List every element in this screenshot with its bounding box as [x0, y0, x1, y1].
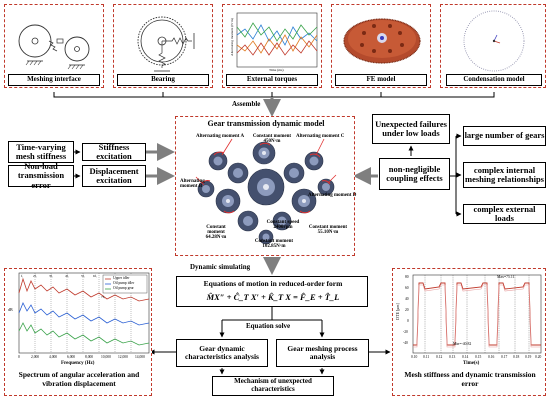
stiffness-excitation-box: Stiffness excitation — [82, 142, 146, 161]
equation-box: Equations of motion in reduced-order for… — [176, 276, 368, 307]
center-model-title: Gear transmission dynamic model — [207, 119, 325, 128]
dte-ytick-0: 80 — [405, 275, 409, 279]
displacement-excitation-box: Displacement excitation — [82, 165, 146, 187]
spectrum-legend-0: Upper idler — [113, 276, 130, 280]
label-alt-a: Alternating moment A — [196, 134, 245, 139]
dte-xtick-4: 0.14 — [462, 355, 469, 359]
dte-plot — [412, 274, 542, 354]
spectrum-xtick-1: 2,000 — [31, 355, 40, 359]
dte-xtick-3: 0.13 — [449, 355, 456, 359]
label-const-speed: Constant speed 2400rpm — [266, 220, 300, 230]
spectrum-peak-4: 5f₁ — [81, 274, 86, 278]
dte-ytick-2: 40 — [405, 297, 409, 301]
spectrum-peak-0: f₁ — [21, 274, 24, 278]
dte-xtick-6: 0.16 — [488, 355, 495, 359]
fe-gear-model — [343, 18, 421, 64]
equation-formula: M̂X″ + Ĉ_T X′ + K̂_T X = F̂_E + T̂_L — [206, 292, 340, 302]
dte-xtick-0: 0.10 — [411, 355, 418, 359]
label-const-102: Constant moment 102.85N·m — [254, 239, 294, 249]
spectrum-plot — [18, 272, 150, 354]
spectrum-legend-1: Oil pump idler — [113, 281, 135, 285]
dte-ytick-4: 0 — [407, 319, 409, 323]
dte-xtick-1: 0.11 — [423, 355, 430, 359]
spectrum-xtick-3: 6,000 — [67, 355, 76, 359]
fe-model-caption: FE model — [335, 74, 427, 86]
label-const-55: Constant moment 55.10N·m — [308, 225, 348, 235]
dte-max-label: Max=75.11 — [497, 275, 515, 279]
spectrum-peak-6: 7f₁ — [101, 295, 106, 299]
unexpected-failures-box: Unexpected failures under low loads — [372, 114, 450, 144]
spectrum-xtick-6: 12,000 — [118, 355, 128, 359]
spectrum-peak-5: 6f₁ — [93, 274, 98, 278]
label-const-64: Constant moment 64.28N·m — [205, 225, 227, 240]
condensation-model-caption: Condensation model — [446, 74, 542, 86]
bearing-gear-schematic — [137, 16, 195, 72]
spectrum-peak-1: 2f₁ — [33, 274, 38, 278]
dte-xtick-9: 0.19 — [525, 355, 532, 359]
spectrum-xtick-2: 4,000 — [49, 355, 58, 359]
tvms-box: Time-varying mesh stiffness — [8, 141, 74, 163]
equation-solve-label: Equation solve — [246, 322, 291, 330]
spectrum-peak-3: 4f₁ — [65, 274, 70, 278]
dte-xlabel: Time(s) — [463, 361, 480, 366]
condensation-node-ring — [463, 10, 525, 72]
dte-ytick-6: -40 — [403, 341, 408, 345]
dte-min-label: Min=-40.82 — [453, 342, 472, 346]
dte-xtick-5: 0.15 — [475, 355, 482, 359]
spectrum-ylabel: dB — [8, 307, 13, 312]
spectrum-caption: Spectrum of angular acceleration and vib… — [18, 370, 140, 388]
large-number-gears-box: large number of gears — [463, 126, 546, 146]
assemble-label: Assemble — [232, 100, 261, 108]
dte-ytick-1: 60 — [405, 286, 409, 290]
spectrum-legend-2: Oil pump gear — [113, 286, 134, 290]
spectrum-xtick-0: 0 — [18, 355, 20, 359]
label-const-450: Constant moment 450N·m — [252, 134, 292, 144]
dte-xtick-10: 0.20 — [535, 355, 542, 359]
label-alt-b: Alternating moment B — [180, 179, 205, 189]
torque-xlabel: Time (ms) — [269, 68, 284, 72]
dte-xtick-2: 0.12 — [436, 355, 443, 359]
gear-train-graphic — [195, 138, 337, 245]
label-alt-c: Alternating moment C — [296, 134, 345, 139]
equation-title: Equations of motion in reduced-order for… — [203, 279, 343, 288]
dte-ytick-5: -20 — [403, 330, 408, 334]
bearing-caption: Bearing — [117, 74, 209, 86]
external-loads-box: complex external loads — [463, 204, 546, 224]
label-alt-d: Alternating moment D — [308, 193, 357, 198]
spectrum-peak-2: 3f₁ — [49, 274, 54, 278]
mechanism-box: Mechanism of unexpected characteristics — [212, 376, 334, 396]
spectrum-panel: Upper idler Oil pump idler Oil pump gear… — [4, 268, 152, 396]
meshing-process-analysis-box: Gear meshing process analysis — [276, 339, 369, 367]
coupling-effects-box: non-negligible coupling effects — [379, 158, 450, 190]
dte-panel: Max=75.11 Min=-40.82 DTE [μm] 80 60 40 2… — [392, 268, 546, 396]
nlte-box: Non-load transmission error — [8, 161, 74, 189]
dte-ytick-3: 20 — [405, 308, 409, 312]
dte-caption: Mesh stiffness and dynamic transmission … — [404, 370, 536, 388]
torque-ylabel: Alternating moment (N·m) — [229, 18, 234, 56]
dte-xtick-8: 0.18 — [513, 355, 520, 359]
gear-transmission-dynamic-model: Gear transmission dynamic model — [175, 116, 357, 256]
spectrum-xtick-4: 8,000 — [85, 355, 94, 359]
spectrum-xtick-7: 14,000 — [135, 355, 145, 359]
external-torques-plot — [236, 12, 318, 68]
spectrum-xlabel: Frequency (Hz) — [61, 361, 95, 366]
external-torques-caption: External torques — [226, 74, 318, 86]
dte-ylabel: DTE [μm] — [394, 303, 400, 320]
dynamic-simulating-label: Dynamic simulating — [190, 263, 251, 271]
meshing-interface-caption: Meshing interface — [8, 74, 100, 86]
spectrum-xtick-5: 10,000 — [101, 355, 111, 359]
internal-meshing-box: complex internal meshing relationships — [463, 162, 546, 188]
meshing-interface-schematic — [18, 24, 90, 70]
gear-dynamic-analysis-box: Gear dynamic characteristics analysis — [176, 339, 268, 367]
dte-xtick-7: 0.17 — [501, 355, 508, 359]
